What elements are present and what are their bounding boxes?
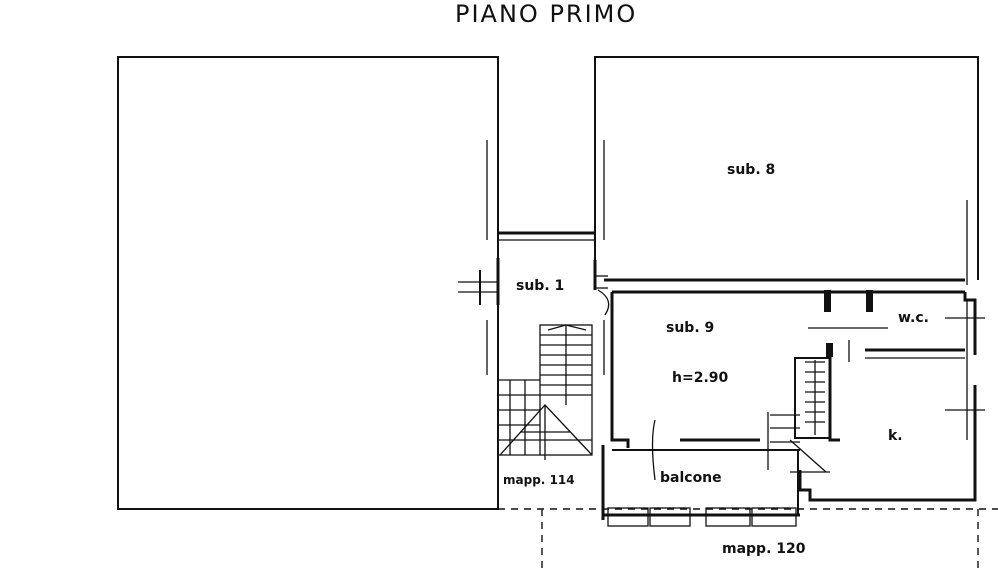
label-mapp120: mapp. 120 <box>722 541 806 557</box>
internal-walls <box>808 290 985 442</box>
property-boundaries <box>498 508 998 570</box>
corridor-walls <box>458 140 610 375</box>
plan-title: PIANO PRIMO <box>455 0 637 28</box>
label-wc: w.c. <box>898 310 929 326</box>
label-sub1: sub. 1 <box>516 278 564 294</box>
label-kitchen: k. <box>888 428 903 444</box>
label-sub8: sub. 8 <box>727 162 775 178</box>
sub8-outline <box>594 56 979 285</box>
stairs-sub1 <box>498 324 593 460</box>
stairs-sub9 <box>651 357 831 481</box>
label-height: h=2.90 <box>672 370 728 386</box>
balcony-railing <box>603 507 800 527</box>
left-building-outline <box>117 56 499 510</box>
label-sub9: sub. 9 <box>666 320 714 336</box>
label-mapp114: mapp. 114 <box>503 473 575 487</box>
label-balcony: balcone <box>660 470 722 486</box>
sub9-outline <box>601 278 977 520</box>
